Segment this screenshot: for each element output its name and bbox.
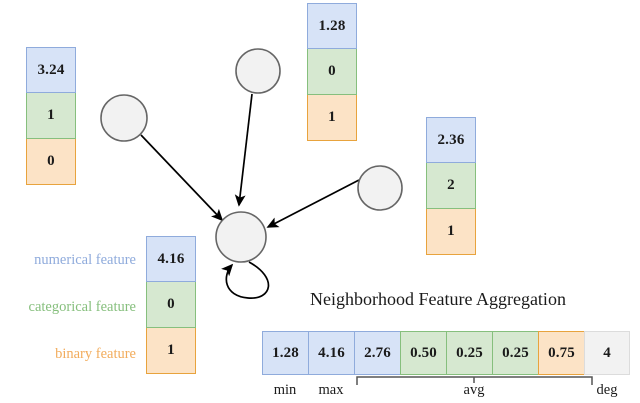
feature-cell-categorical: 0 <box>146 282 196 328</box>
feature-cell-categorical: 1 <box>26 93 76 139</box>
node-center[interactable] <box>215 211 267 263</box>
agg-cell-avg-categorical-2: 0.25 <box>492 331 538 375</box>
feature-cell-binary: 1 <box>146 328 196 374</box>
caption-min: min <box>273 382 297 398</box>
aggregation-title: Neighborhood Feature Aggregation <box>310 289 566 309</box>
feature-cell-binary: 0 <box>26 139 76 185</box>
feature-cell-binary: 1 <box>307 95 357 141</box>
legend-binary-feature: binary feature <box>55 346 136 362</box>
edge-self-loop <box>221 261 270 299</box>
caption-avg: avg <box>463 382 485 398</box>
feature-vector-neighbor-left: 3.24 1 0 <box>26 47 76 185</box>
caption-max: max <box>318 382 344 398</box>
agg-cell-min: 1.28 <box>262 331 308 375</box>
feature-cell-binary: 1 <box>426 209 476 255</box>
feature-cell-categorical: 0 <box>307 49 357 95</box>
edge-right-to-center <box>266 179 360 228</box>
feature-vector-center: 4.16 0 1 <box>146 236 196 374</box>
feature-vector-neighbor-top: 1.28 0 1 <box>307 3 357 141</box>
agg-cell-avg-numerical: 2.76 <box>354 331 400 375</box>
feature-cell-numerical: 4.16 <box>146 236 196 282</box>
feature-cell-categorical: 2 <box>426 163 476 209</box>
legend-numerical-feature: numerical feature <box>34 252 136 268</box>
agg-cell-degree: 4 <box>584 331 630 375</box>
edge-top-to-center <box>234 93 253 207</box>
feature-cell-numerical: 1.28 <box>307 3 357 49</box>
agg-cell-avg-categorical-0: 0.50 <box>400 331 446 375</box>
feature-cell-numerical: 3.24 <box>26 47 76 93</box>
legend-categorical-feature: categorical feature <box>28 299 136 315</box>
agg-cell-avg-categorical-1: 0.25 <box>446 331 492 375</box>
agg-cell-avg-binary: 0.75 <box>538 331 584 375</box>
feature-vector-neighbor-right: 2.36 2 1 <box>426 117 476 255</box>
caption-deg: deg <box>596 382 618 398</box>
node-neighbor-left[interactable] <box>100 94 148 142</box>
edge-left-to-center <box>140 134 224 222</box>
feature-cell-numerical: 2.36 <box>426 117 476 163</box>
aggregation-bar: 1.28 4.16 2.76 0.50 0.25 0.25 0.75 4 <box>262 331 630 375</box>
node-neighbor-right[interactable] <box>357 165 403 211</box>
node-neighbor-top[interactable] <box>235 48 281 94</box>
agg-cell-max: 4.16 <box>308 331 354 375</box>
